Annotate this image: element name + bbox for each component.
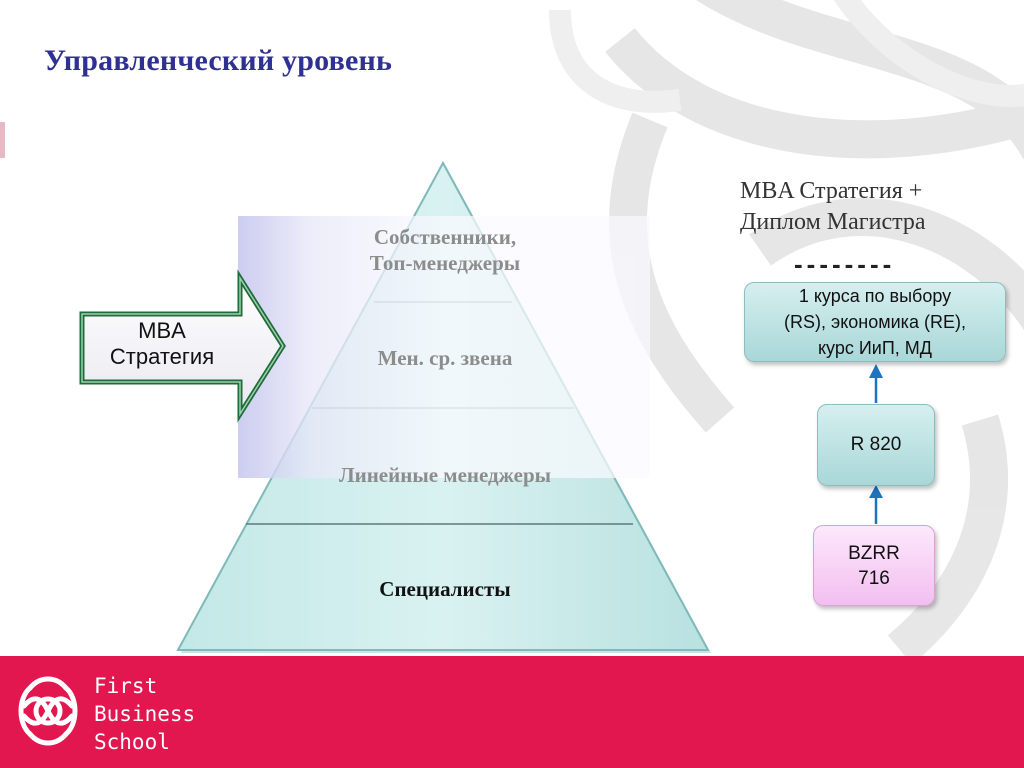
slide-title: Управленческий уровень (44, 44, 393, 77)
elective-courses-text: 1 курса по выбору (RS), экономика (RE), … (784, 286, 966, 358)
pyramid-level-label: Специалисты (379, 577, 511, 601)
program-title: MBA Стратегия + Диплом Магистра (740, 176, 1000, 238)
knot-emblem-icon (18, 676, 78, 746)
program-title-text: MBA Стратегия + Диплом Магистра (740, 178, 926, 235)
dashed-separator: -------- (794, 249, 896, 279)
pyramid-level-owners: Собственники, Топ-менеджеры (330, 224, 560, 276)
bzrr-box: BZRR 716 (813, 525, 935, 606)
highlight-overlay (238, 216, 650, 478)
elective-courses-box: 1 курса по выбору (RS), экономика (RE), … (744, 282, 1006, 362)
mba-arrow-label: MBA Стратегия (86, 318, 238, 370)
pyramid-level-specialists: Специалисты (330, 576, 560, 602)
mba-arrow-text: MBA Стратегия (109, 318, 215, 369)
pyramid-level-label: Собственники, Топ-менеджеры (369, 225, 521, 275)
pyramid-level-label: Линейные менеджеры (338, 463, 552, 487)
pyramid-level-middle-managers: Мен. ср. звена (330, 345, 560, 371)
r820-box: R 820 (817, 404, 935, 486)
r820-text: R 820 (850, 434, 902, 455)
pyramid-level-line-managers: Линейные менеджеры (300, 462, 590, 488)
bzrr-text: BZRR 716 (848, 542, 900, 589)
footer-band (0, 656, 1024, 768)
pyramid-level-label: Мен. ср. звена (377, 346, 513, 370)
school-name: First Business School (94, 674, 196, 754)
